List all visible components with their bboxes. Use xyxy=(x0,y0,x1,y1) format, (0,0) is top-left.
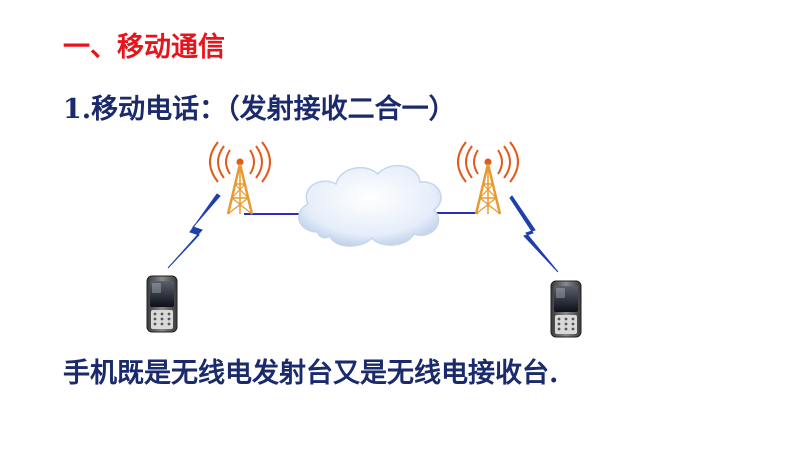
section-heading: 一、移动通信 xyxy=(63,32,225,63)
subsection-heading: 1.移动电话：（发射接收二合一） xyxy=(63,94,456,125)
wireless-signal-icon xyxy=(509,195,559,273)
mobile-phone-icon xyxy=(550,280,582,338)
radio-tower-icon xyxy=(209,141,271,215)
radio-tower-icon xyxy=(457,141,519,215)
mobile-phone-icon xyxy=(146,275,178,333)
explanation-text: 手机既是无线电发射台又是无线电接收台. xyxy=(63,358,559,389)
network-cloud-icon xyxy=(298,164,442,247)
wireless-signal-icon xyxy=(167,193,221,269)
